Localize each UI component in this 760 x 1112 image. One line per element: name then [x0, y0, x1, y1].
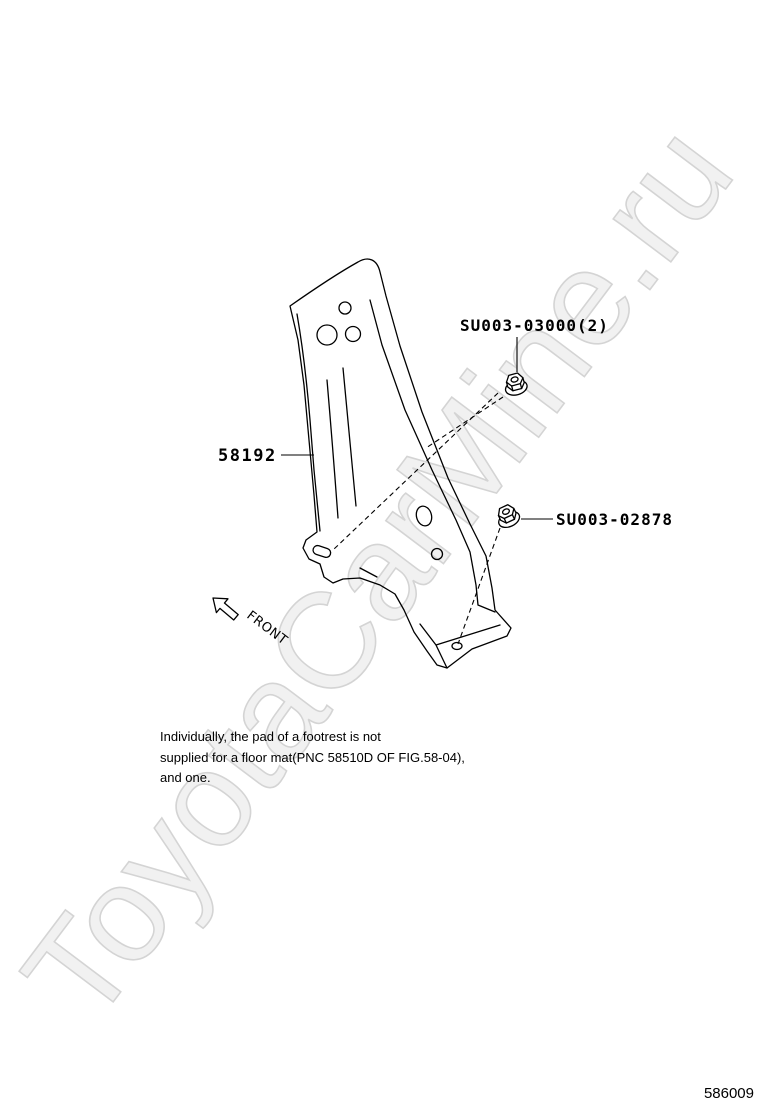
- bracket-outline: [289, 258, 512, 669]
- install-line-upper-nut-to-slot: [332, 392, 499, 551]
- install-line-upper-nut-to-hole: [425, 396, 504, 449]
- bracket-illustration: [289, 258, 512, 669]
- nut-hex-edge: [503, 517, 507, 524]
- bracket-hole: [451, 641, 463, 651]
- figure-id: 586009: [704, 1085, 754, 1102]
- bracket-rib-line: [342, 367, 357, 507]
- bracket-hole: [344, 325, 362, 343]
- nut-hex-edge: [505, 377, 524, 387]
- nut-hex-edge: [497, 507, 515, 520]
- watermark-text: ToyotaCarMine.ru: [0, 99, 760, 1048]
- part-label-nut-upper[interactable]: SU003-03000(2): [460, 316, 609, 335]
- footnote: Individually, the pad of a footrest is n…: [160, 727, 465, 789]
- nut-upper-illustration: [504, 372, 528, 396]
- bracket-flange-fold-line: [369, 299, 496, 613]
- bracket-left-flange-line: [296, 313, 321, 532]
- footnote-line: Individually, the pad of a footrest is n…: [160, 729, 381, 744]
- nut-hex-edge: [519, 382, 523, 390]
- nut-lower-illustration: [497, 504, 521, 529]
- bracket-hole: [415, 505, 433, 527]
- front-arrow-shape: [212, 597, 239, 621]
- part-label-bracket[interactable]: 58192: [218, 446, 277, 466]
- bracket-hole: [316, 324, 338, 346]
- footnote-line: and one.: [160, 770, 211, 785]
- bracket-hole: [338, 301, 352, 315]
- bracket-hole: [430, 547, 444, 561]
- nut-hex-edge: [511, 514, 516, 520]
- front-arrow-icon: [212, 597, 239, 621]
- part-label-nut-lower[interactable]: SU003-02878: [556, 510, 673, 529]
- bracket-foot-fold-line: [419, 623, 501, 669]
- install-line-lower-nut-to-hole: [457, 527, 501, 645]
- bracket-slot: [312, 544, 332, 559]
- nut-hex-edge: [511, 385, 514, 392]
- nut-thread-hole: [501, 508, 510, 515]
- bracket-emboss-line: [359, 567, 378, 578]
- footnote-line: supplied for a floor mat(PNC 58510D OF F…: [160, 749, 465, 765]
- bracket-rib-line: [326, 379, 339, 519]
- watermark: ToyotaCarMine.ru: [0, 98, 760, 1048]
- nut-thread-hole: [510, 376, 519, 383]
